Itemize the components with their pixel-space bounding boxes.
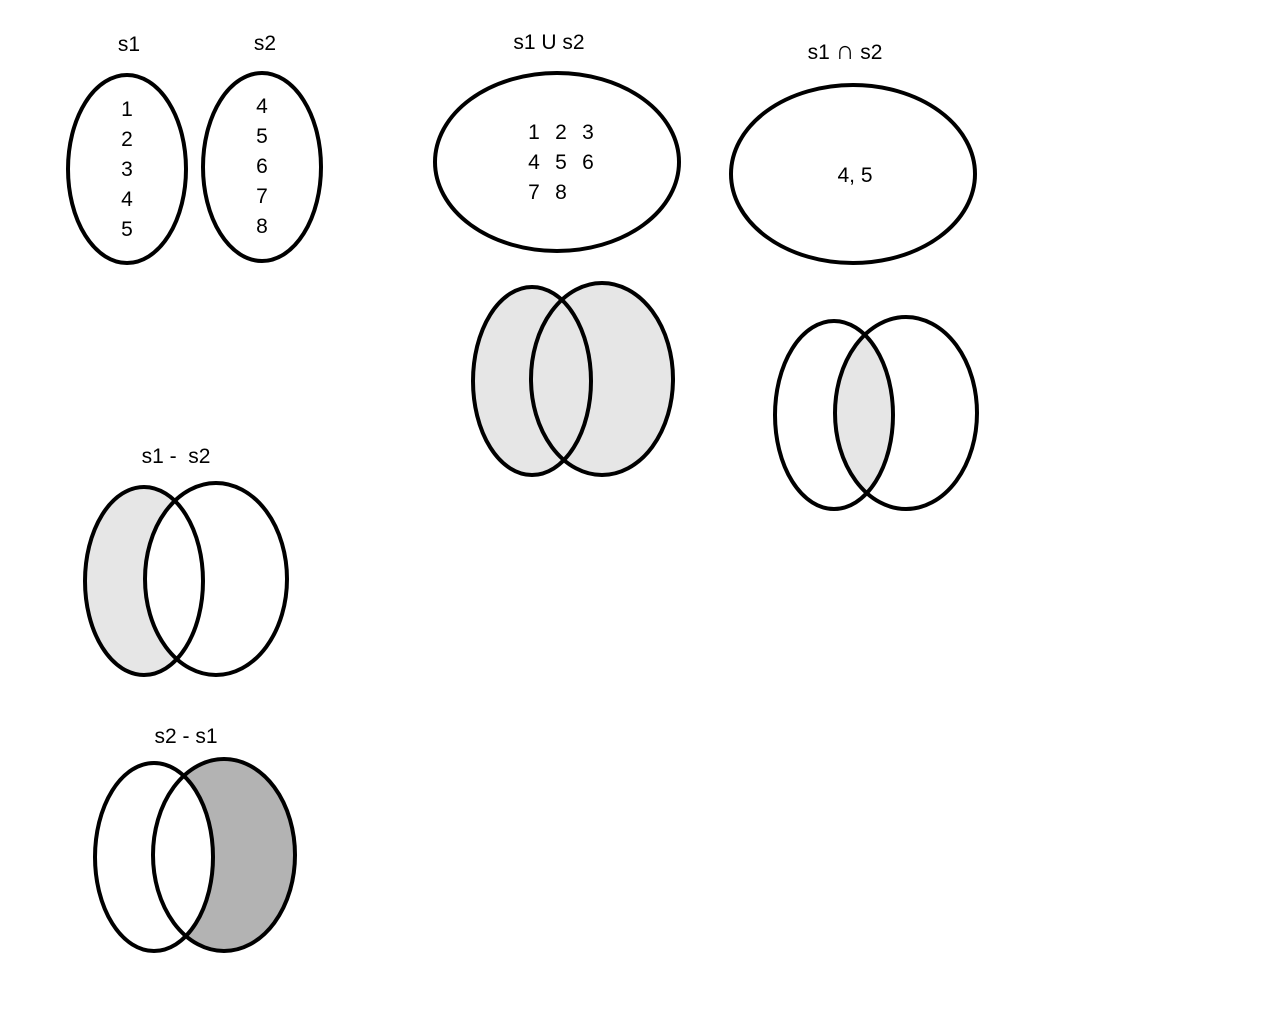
set-s1-label: s1 <box>118 33 140 56</box>
difference-s1-s2: s1 - s2 <box>83 445 289 677</box>
union-venn-circle-s1 <box>471 285 593 477</box>
difference-s1-s2-circle-s1 <box>83 485 205 677</box>
difference-s2-s1: s2 - s1 <box>93 725 297 953</box>
union-title: s1 U s2 <box>513 31 584 54</box>
union-item: 2 <box>555 121 567 144</box>
union-venn <box>471 281 675 477</box>
difference-s2-s1-circle-s2 <box>151 757 297 953</box>
set-s2-item: 7 <box>256 185 268 208</box>
intersection-venn-fill <box>835 321 893 509</box>
intersection-venn <box>773 315 979 511</box>
set-s2: s2 4 5 6 7 8 <box>201 32 323 263</box>
intersection-result: 4, 5 <box>837 164 872 187</box>
set-s2-item: 8 <box>256 215 268 238</box>
union-item: 8 <box>555 181 567 204</box>
difference-s1-s2-circle-s2 <box>143 481 289 677</box>
intersection-venn-circle-s2 <box>833 315 979 511</box>
set-s2-label: s2 <box>254 32 276 55</box>
set-s1-item: 1 <box>121 98 133 121</box>
difference-s1-s2-title: s1 - s2 <box>142 445 211 468</box>
union-item: 5 <box>555 151 567 174</box>
set-s1-item: 5 <box>121 218 133 241</box>
set-s2-item: 4 <box>256 95 268 118</box>
union-item: 7 <box>528 181 540 204</box>
set-s2-item: 6 <box>256 155 268 178</box>
set-s1: s1 1 2 3 4 5 <box>66 33 188 265</box>
set-s1-item: 3 <box>121 158 133 181</box>
intersection-result-ellipse <box>729 83 977 265</box>
union-panel: s1 U s2 1 2 3 4 5 6 7 8 <box>433 31 681 253</box>
union-item: 6 <box>582 151 594 174</box>
union-result-ellipse <box>433 71 681 253</box>
intersection-symbol: ∩ <box>836 35 855 65</box>
intersection-venn-circle-s1 <box>773 319 895 511</box>
set-s2-item: 5 <box>256 125 268 148</box>
intersection-panel: s1 ∩ s2 4, 5 <box>729 35 977 265</box>
set-s1-ellipse <box>66 73 188 265</box>
difference-s2-s1-circle-s1 <box>93 761 215 953</box>
set-s1-item: 4 <box>121 188 133 211</box>
union-venn-circle-s2 <box>529 281 675 477</box>
union-item: 3 <box>582 121 594 144</box>
union-item: 4 <box>528 151 540 174</box>
intersection-title: s1 ∩ s2 <box>808 35 883 65</box>
union-item: 1 <box>528 121 540 144</box>
set-s2-ellipse <box>201 71 323 263</box>
set-s1-item: 2 <box>121 128 133 151</box>
union-venn-fill-right <box>531 283 673 475</box>
difference-s2-s1-title: s2 - s1 <box>154 725 217 748</box>
